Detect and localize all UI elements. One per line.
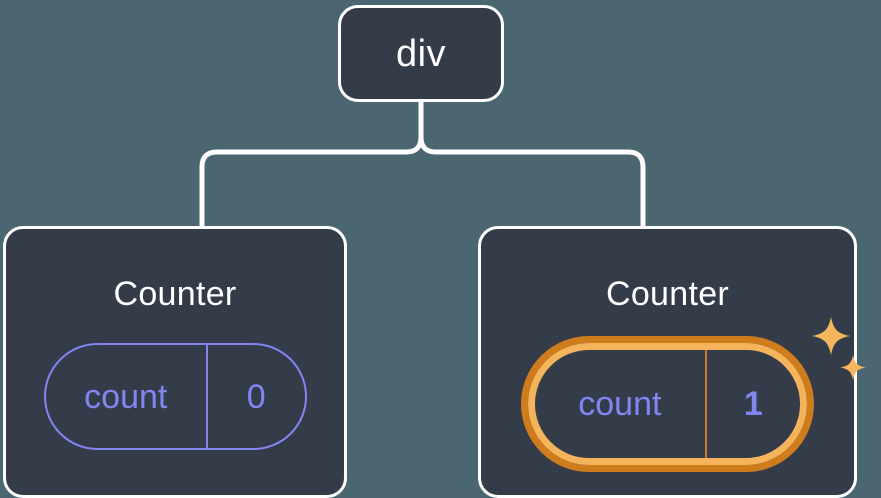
state-pill-wrap-left: count 0 <box>43 343 307 450</box>
state-pill-right[interactable]: count 1 <box>521 336 814 472</box>
state-key-right: count <box>578 385 662 423</box>
state-value-right: 1 <box>704 350 800 458</box>
state-pill-wrap-right: count 1 <box>521 317 866 472</box>
node-div[interactable]: div <box>338 5 504 102</box>
node-counter-right[interactable]: Counter count 1 <box>478 226 866 498</box>
state-key-left: count <box>84 377 168 416</box>
sparkle-small-icon <box>840 355 866 380</box>
state-value-left: 0 <box>206 345 305 448</box>
sparkle-group <box>812 317 866 380</box>
node-counter-right-title: Counter <box>605 275 730 313</box>
sparkle-large-icon <box>812 317 850 355</box>
node-counter-left-title: Counter <box>113 275 237 313</box>
state-pill-left[interactable]: count 0 <box>43 343 307 450</box>
node-counter-left[interactable]: Counter count 0 <box>3 226 347 498</box>
node-div-label: div <box>395 32 447 75</box>
